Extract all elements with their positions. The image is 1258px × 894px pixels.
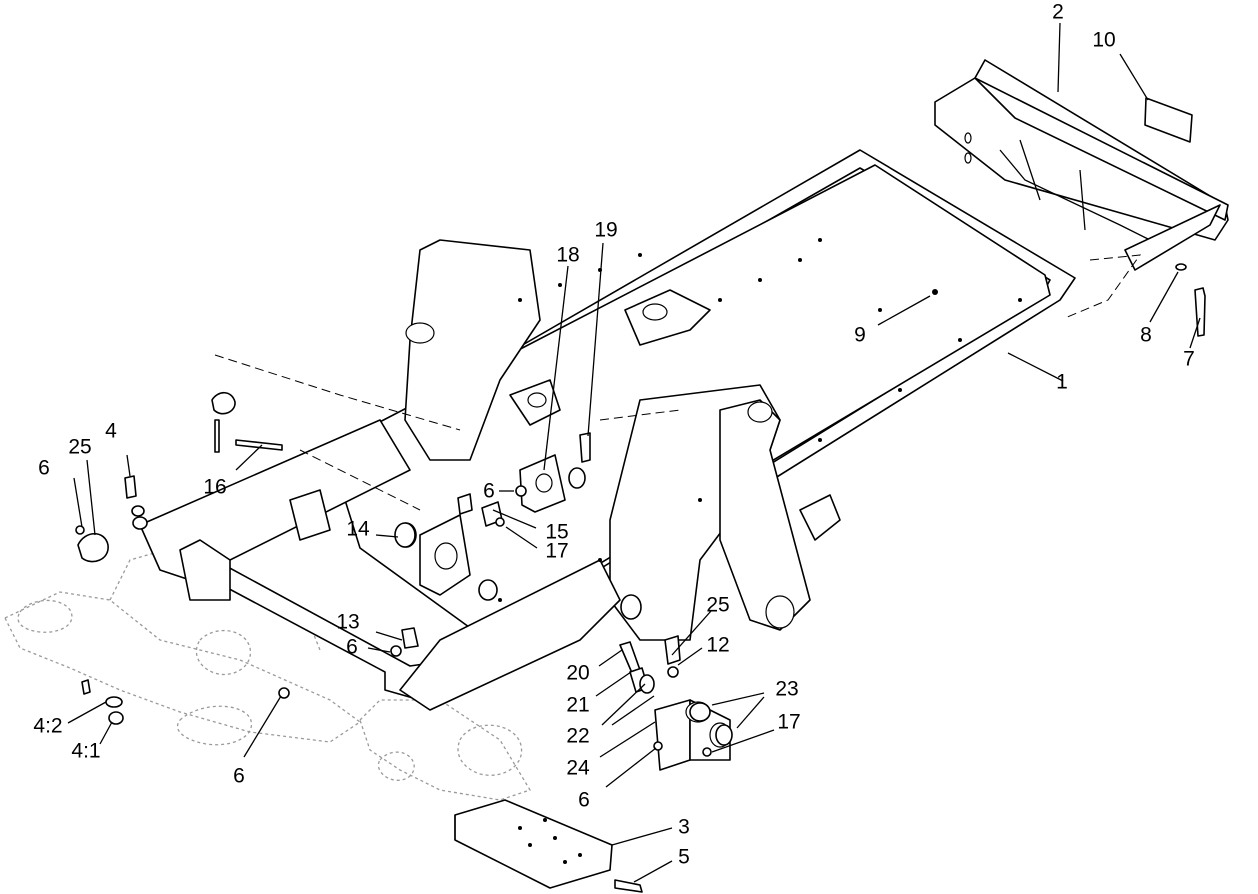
callout-10: 10	[1092, 29, 1115, 52]
callout-23: 23	[775, 678, 798, 701]
callout-15: 15	[545, 521, 568, 544]
foot-plate	[454, 799, 643, 893]
main-frame	[139, 149, 1076, 711]
callout-17-right: 17	[777, 711, 800, 734]
callout-25-left: 25	[68, 436, 91, 459]
callout-21: 21	[566, 694, 589, 717]
callout-24: 24	[566, 757, 590, 780]
callout-4-2: 4:2	[33, 715, 62, 738]
callout-14: 14	[346, 518, 370, 541]
callout-7: 7	[1183, 348, 1195, 371]
callout-25-right: 25	[706, 594, 729, 617]
callout-6-bottom-left: 6	[233, 765, 245, 788]
leader-lines	[67, 22, 1201, 883]
callout-3: 3	[678, 816, 690, 839]
callout-6-left: 6	[38, 457, 50, 480]
callout-20: 20	[566, 662, 589, 685]
callout-6-mid: 6	[346, 636, 358, 659]
callout-16: 16	[203, 476, 226, 499]
callout-4-1: 4:1	[71, 740, 100, 763]
callout-12: 12	[706, 634, 729, 657]
pivot-bracket-assembly	[619, 635, 733, 771]
callout-22: 22	[566, 725, 589, 748]
callout-19: 19	[594, 219, 617, 242]
hardware	[75, 391, 591, 725]
alignment-lines	[214, 254, 1142, 511]
callout-13: 13	[336, 611, 359, 634]
callout-4: 4	[105, 420, 117, 443]
callout-5: 5	[678, 846, 690, 869]
callout-6-center: 6	[483, 480, 495, 503]
callout-18: 18	[556, 244, 579, 267]
rear-bumper	[934, 59, 1229, 271]
decal	[1144, 97, 1193, 143]
callout-17-center: 17	[545, 540, 568, 563]
callout-9: 9	[854, 324, 866, 347]
frame-holes	[498, 238, 1022, 602]
callout-2: 2	[1052, 1, 1064, 24]
callout-labels: 1 2 3 4 4:1 4:2 5 6 6 6 6 6 7 8 9 10 12 …	[33, 1, 1194, 869]
callout-8: 8	[1140, 324, 1152, 347]
callout-1: 1	[1056, 371, 1068, 394]
callout-6-bottom-right: 6	[578, 789, 590, 812]
